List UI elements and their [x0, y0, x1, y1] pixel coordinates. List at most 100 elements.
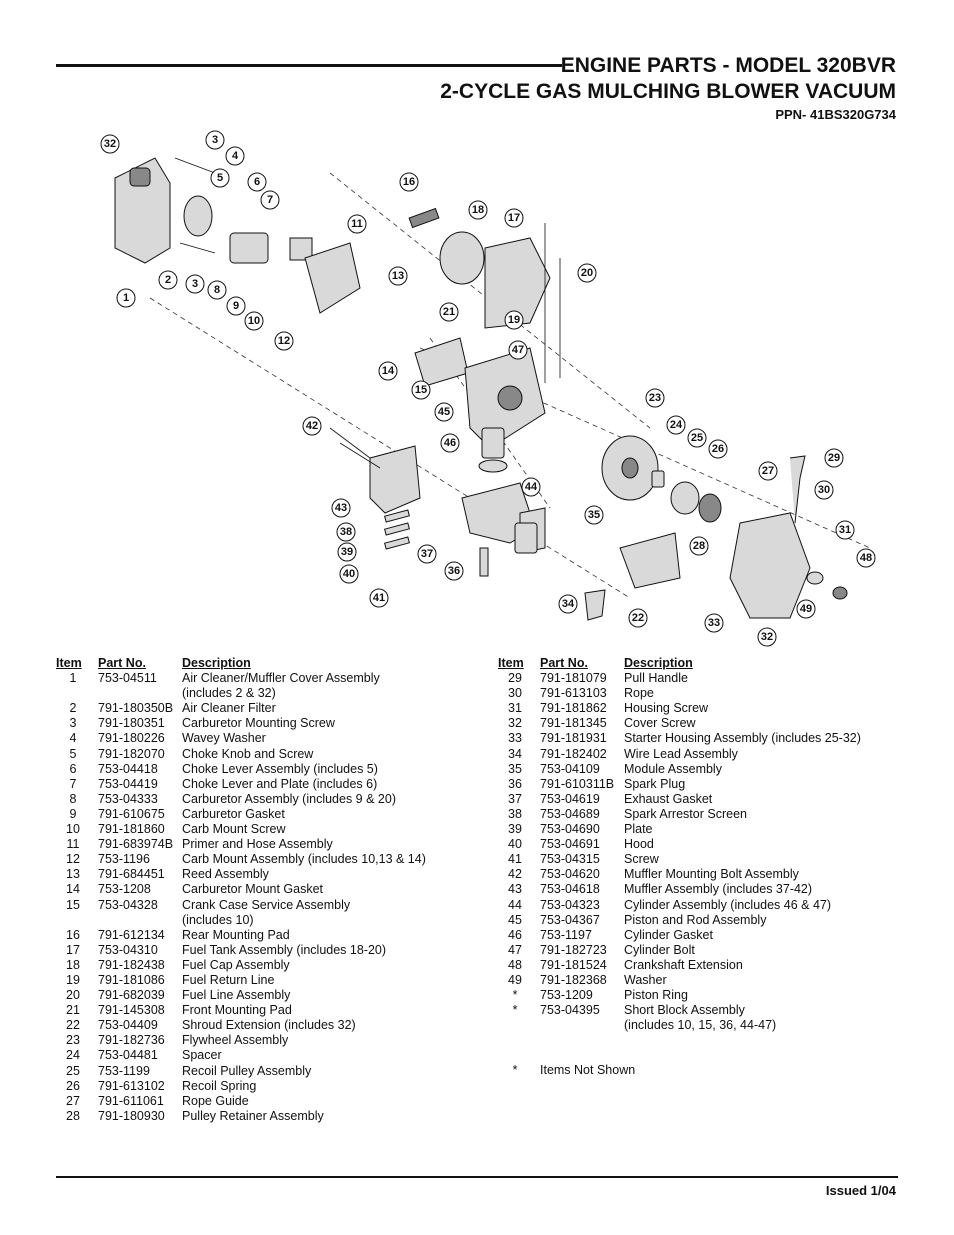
part-description: Piston Ring [624, 988, 898, 1003]
part-number: 791-180351 [98, 716, 165, 731]
svg-text:33: 33 [708, 617, 720, 629]
item-number: 42 [508, 867, 522, 882]
callout-33: 33 [704, 613, 724, 633]
callout-3: 3 [205, 130, 225, 150]
svg-text:22: 22 [632, 612, 644, 624]
svg-text:18: 18 [472, 204, 484, 216]
item-number: 48 [508, 957, 522, 972]
item-number: 30 [508, 686, 522, 701]
description-line: Wire Lead Assembly [624, 746, 738, 761]
part-description: Spacer [182, 1048, 476, 1063]
part-number: 753-04419 [98, 776, 158, 791]
description-line: Spark Plug [624, 776, 686, 791]
description-line: Pulley Retainer Assembly [182, 1108, 324, 1123]
description-line: Primer and Hose Assembly [182, 837, 333, 852]
callout-4: 4 [225, 146, 245, 166]
part-description: Fuel Cap Assembly [182, 958, 476, 973]
callout-14: 14 [378, 361, 398, 381]
part-description: Cylinder Assembly (includes 46 & 47) [624, 898, 898, 913]
part-number: 791-182070 [98, 746, 165, 761]
svg-text:34: 34 [562, 598, 575, 610]
callout-45: 45 [434, 402, 454, 422]
part-number: 753-04618 [540, 882, 600, 897]
part-description: Housing Screw [624, 701, 898, 716]
item-number: 27 [66, 1093, 80, 1108]
description-line: Short Block Assembly [624, 1003, 745, 1018]
description-line: Front Mounting Pad [182, 1003, 292, 1018]
callout-41: 41 [369, 588, 389, 608]
callout-35: 35 [584, 505, 604, 525]
callout-1: 1 [116, 288, 136, 308]
item-number: 46 [508, 927, 522, 942]
part-number: 753-04620 [540, 867, 600, 882]
part-description: Wire Lead Assembly [624, 747, 898, 762]
callout-8: 8 [207, 280, 227, 300]
part-description: Recoil Spring [182, 1079, 476, 1094]
svg-text:19: 19 [508, 314, 520, 326]
part-description: Spark Plug [624, 777, 898, 792]
svg-text:28: 28 [693, 540, 705, 552]
header-rule [56, 64, 562, 67]
part-number: 791-182723 [540, 942, 607, 957]
description-line: Exhaust Gasket [624, 791, 713, 806]
item-number: 37 [508, 791, 522, 806]
item-number: 35 [508, 761, 522, 776]
header-description: Description [182, 656, 251, 670]
description-line: Piston Ring [624, 988, 688, 1003]
part-description: Fuel Line Assembly [182, 988, 476, 1003]
item-number: 3 [69, 716, 77, 731]
callout-28: 28 [689, 536, 709, 556]
description-line: Spacer [182, 1048, 222, 1063]
callout-39: 39 [337, 542, 357, 562]
part-number: 791-181086 [98, 972, 165, 987]
item-number: 8 [69, 791, 77, 806]
part-number: 753-04323 [540, 897, 600, 912]
svg-text:31: 31 [839, 524, 851, 536]
part-description: Starter Housing Assembly (includes 25-32… [624, 731, 898, 746]
part-number: 791-181079 [540, 671, 607, 686]
description-line: Washer [624, 972, 667, 987]
description-line: Cylinder Bolt [624, 942, 695, 957]
part-number: 791-181931 [540, 731, 607, 746]
svg-text:21: 21 [443, 306, 455, 318]
callout-48: 48 [856, 548, 876, 568]
item-number: 29 [508, 671, 522, 686]
ppn-label: PPN- 41BS320G734 [775, 107, 896, 122]
item-number: 28 [66, 1108, 80, 1123]
item-number: 4 [69, 731, 77, 746]
description-line: Wavey Washer [182, 731, 266, 746]
item-number: 26 [66, 1078, 80, 1093]
svg-text:38: 38 [340, 526, 352, 538]
header-part-no: Part No. [98, 656, 146, 670]
description-line: Air Cleaner/Muffler Cover Assembly [182, 671, 380, 686]
callout-16: 16 [399, 172, 419, 192]
item-number: 45 [508, 912, 522, 927]
callout-20: 20 [577, 263, 597, 283]
svg-text:9: 9 [233, 300, 239, 312]
svg-text:25: 25 [691, 432, 703, 444]
part-number: 791-612134 [98, 927, 165, 942]
part-description: Carb Mount Assembly (includes 10,13 & 14… [182, 852, 476, 867]
description-line: Starter Housing Assembly (includes 25-32… [624, 731, 861, 746]
callout-21: 21 [439, 302, 459, 322]
callout-22: 22 [628, 608, 648, 628]
svg-text:49: 49 [800, 603, 812, 615]
part-number: 753-1196 [98, 852, 150, 867]
page-subtitle: 2-CYCLE GAS MULCHING BLOWER VACUUM [440, 80, 896, 103]
